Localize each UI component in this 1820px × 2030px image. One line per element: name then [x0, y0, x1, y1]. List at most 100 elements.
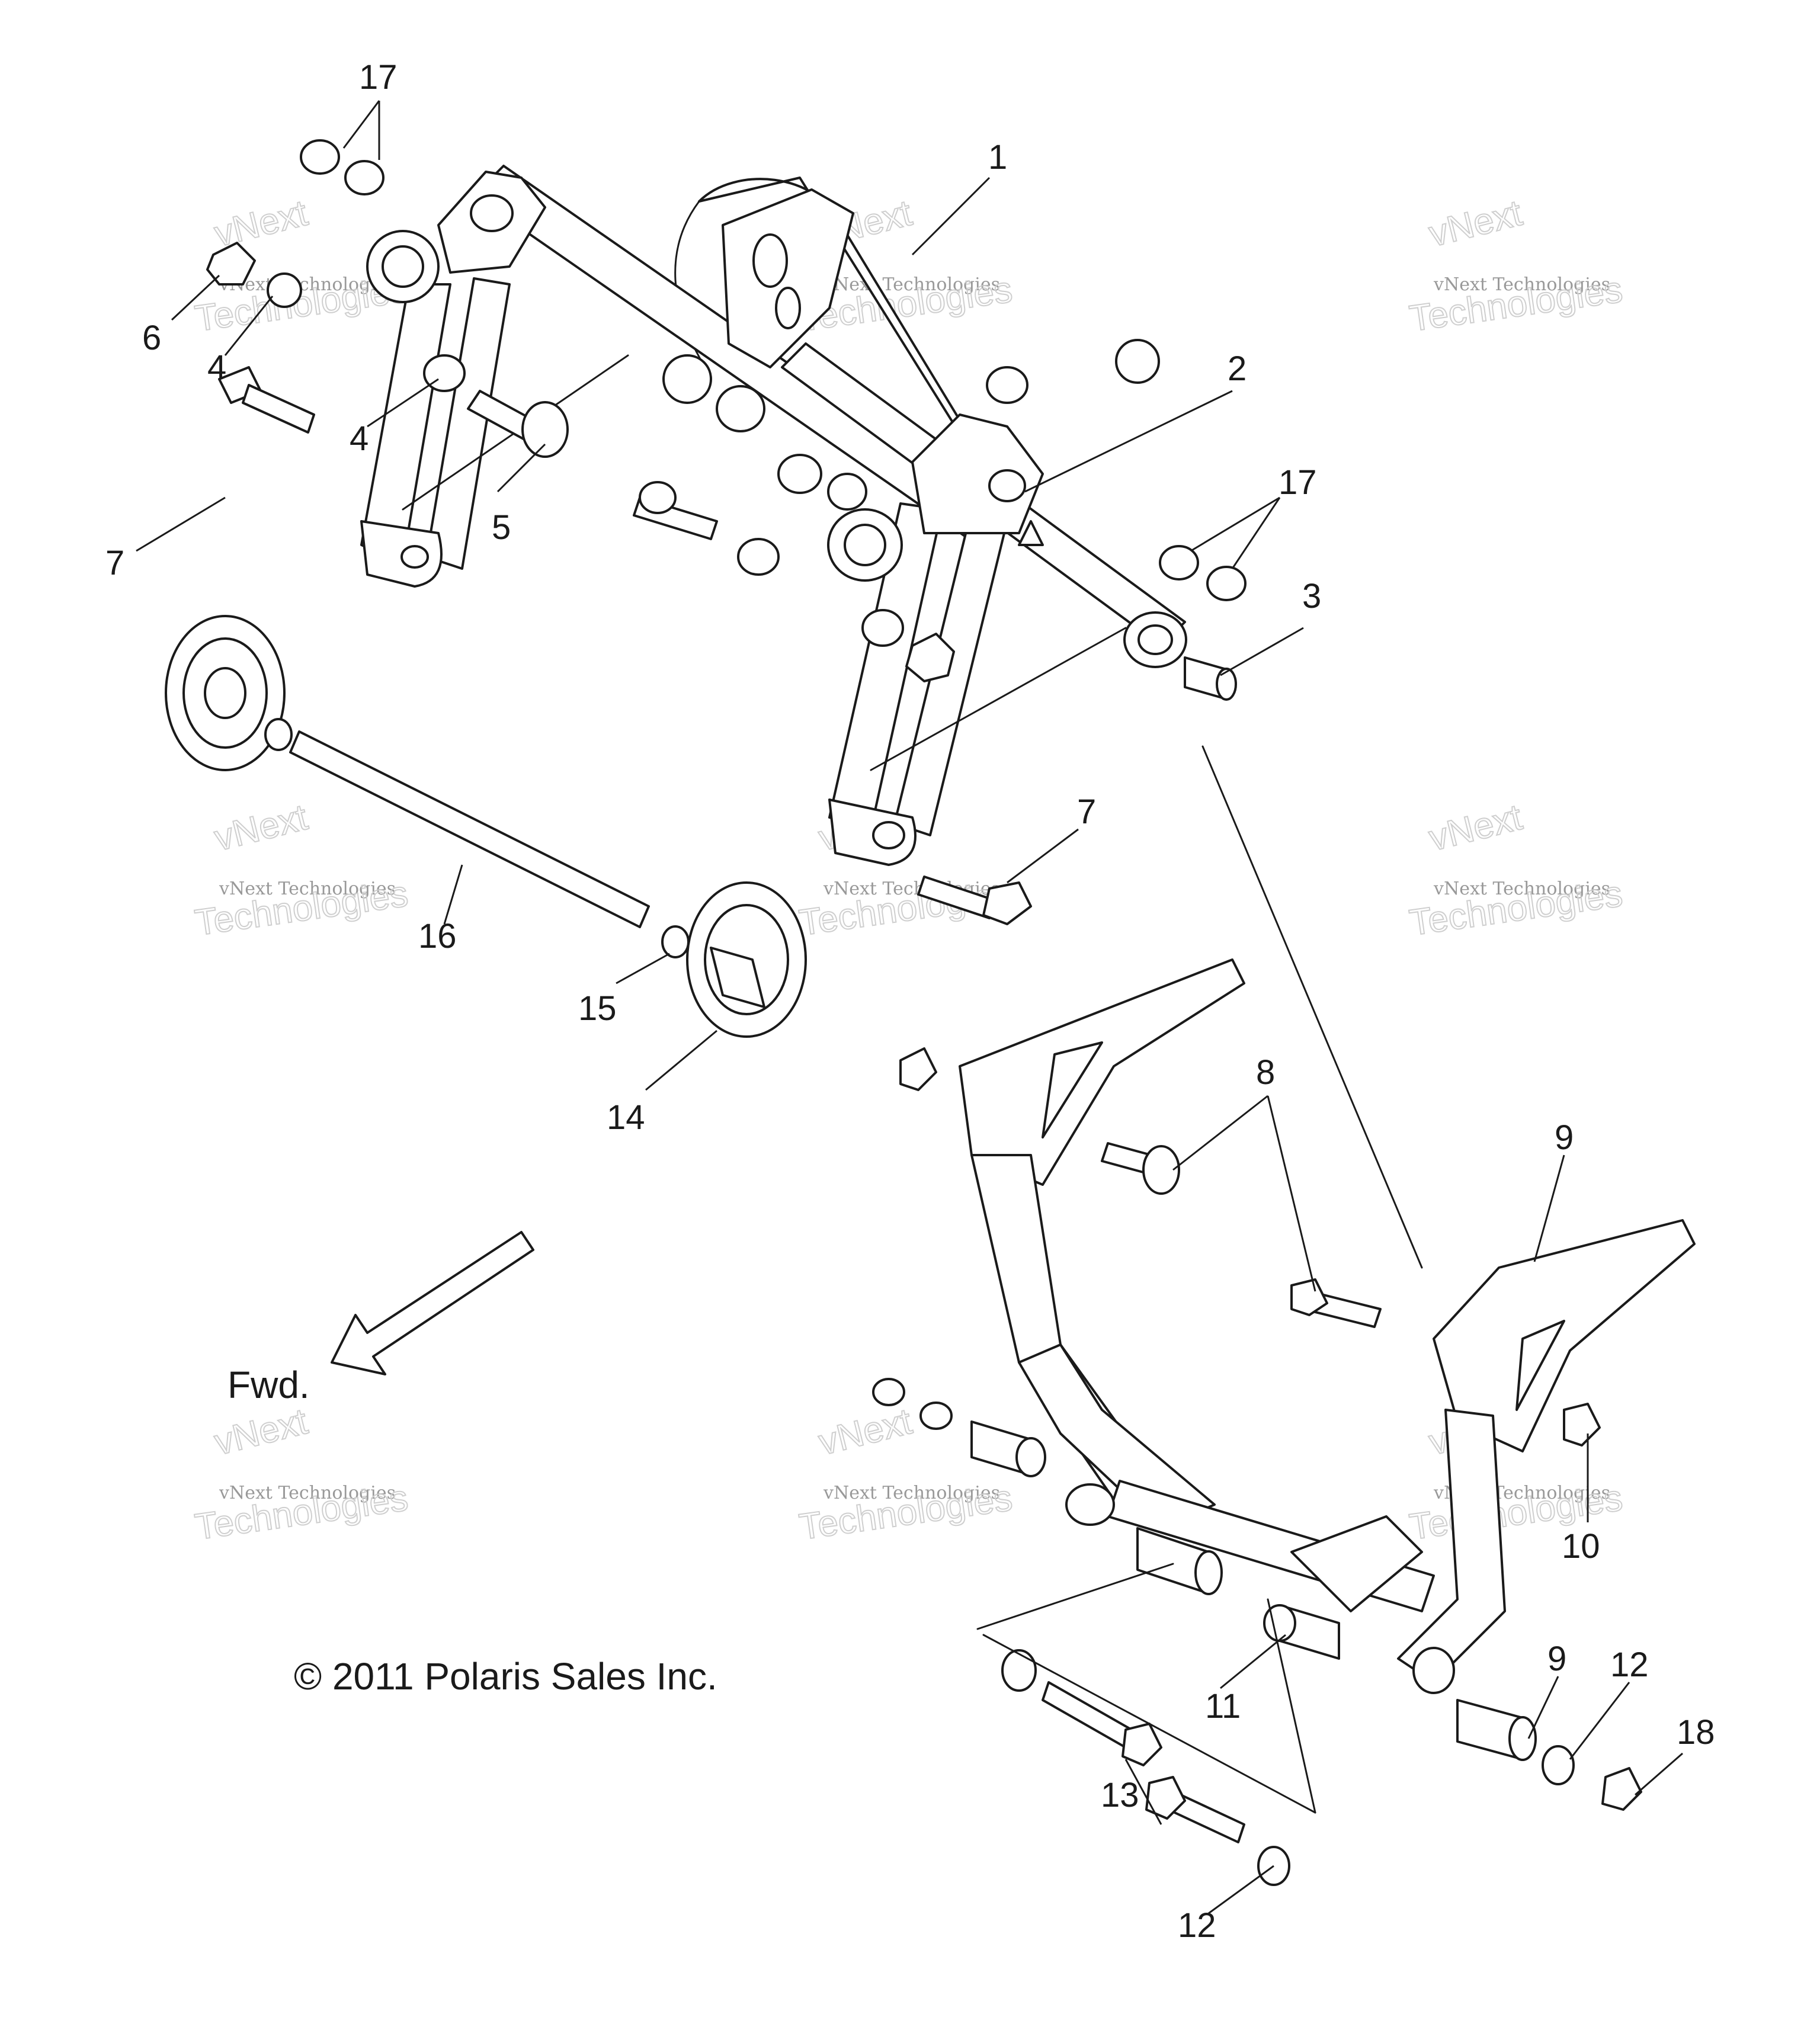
watermark-mark: vNext — [210, 1401, 311, 1463]
bolt-8a-head — [1142, 1145, 1180, 1195]
spacer-left-end — [1194, 1550, 1223, 1595]
right-upper-bracket — [911, 413, 1044, 534]
lower-gusset — [1290, 1515, 1423, 1612]
callout-7-left: 7 — [105, 544, 124, 582]
callout-5: 5 — [492, 508, 511, 547]
bolt-13-head — [1145, 1776, 1186, 1820]
right-bracket-hole — [988, 469, 1026, 502]
guide-line — [1267, 1598, 1316, 1814]
callout-8: 8 — [1256, 1053, 1275, 1092]
watermark-mark: vNext — [815, 1401, 915, 1463]
callout-12-bottom: 12 — [1178, 1906, 1216, 1945]
callout-17-right: 17 — [1279, 463, 1317, 502]
bolt-5-head — [521, 401, 569, 458]
axle-16 — [289, 730, 650, 928]
right-foot-bore — [872, 821, 905, 849]
bolt-bottom-head — [1122, 1723, 1162, 1766]
callout-labels: 17 1 2 17 3 6 4 4 5 7 7 16 15 14 8 9 10 … — [105, 58, 1715, 1945]
spacer-9-end — [1508, 1716, 1537, 1761]
right-arm-brace — [870, 627, 1127, 771]
washer-bottom-left — [1001, 1649, 1037, 1692]
watermark-text: vNext Technologies — [1433, 878, 1610, 899]
watermark: vNext vNext Technologies Technologies — [1406, 796, 1626, 944]
nut-10 — [1563, 1403, 1601, 1447]
right-bracket-notch — [1018, 520, 1044, 546]
bushing-center-b — [827, 473, 867, 511]
bolt-8b-head — [1290, 1278, 1328, 1316]
callout-13: 13 — [1101, 1776, 1139, 1814]
guide-line — [976, 1563, 1174, 1630]
bushing-center-c — [737, 538, 780, 576]
bolt-bottom-shaft — [1042, 1681, 1133, 1749]
left-tube-end — [1065, 1483, 1115, 1526]
left-bracket-hole — [470, 194, 514, 232]
washer-15 — [661, 925, 690, 958]
bolt-7b-head — [982, 881, 1032, 925]
callout-6: 6 — [142, 319, 161, 357]
center-pivot-housing — [662, 354, 712, 404]
spacer-upper-left-end — [1015, 1437, 1046, 1477]
center-plate-slot-2 — [775, 287, 801, 329]
center-plate-slot — [752, 233, 788, 288]
watermark-mark: vNext — [210, 797, 311, 859]
copyright-notice: © 2011 Polaris Sales Inc. — [294, 1655, 717, 1698]
callout-16: 16 — [418, 917, 457, 955]
right-tube-end — [1412, 1647, 1455, 1694]
watermark-text: vNext Technologies — [219, 274, 396, 295]
watermark: vNext vNext Technologies Technologies — [192, 796, 411, 944]
callout-15: 15 — [578, 989, 617, 1028]
right-tube-end-bore — [1138, 624, 1173, 655]
left-mount-plate — [959, 958, 1245, 1186]
callout-12-right: 12 — [1610, 1646, 1649, 1684]
guide-line — [1201, 745, 1423, 1269]
guide-line — [982, 1634, 1316, 1814]
watermark: vNext vNext Technologies Technologies — [796, 192, 1015, 340]
spacer-center — [716, 385, 765, 432]
nut-6 — [206, 242, 256, 286]
nut-upper-left — [872, 1378, 905, 1406]
right-pivot-bore — [844, 524, 886, 566]
cap-2-mount — [986, 366, 1028, 404]
callout-3: 3 — [1302, 577, 1321, 615]
washer-rear — [264, 718, 293, 751]
spacer-3-end — [1216, 668, 1237, 701]
bolt-7a-shaft — [242, 384, 315, 434]
washer-upper-left — [919, 1402, 953, 1430]
leader-lines — [136, 100, 1683, 1914]
spacer-11-end — [1263, 1604, 1296, 1642]
callout-1: 1 — [988, 138, 1007, 177]
callout-4-lower: 4 — [350, 419, 369, 458]
idler-wheel-rear-hub — [204, 667, 246, 719]
direction-label: Fwd. — [228, 1364, 310, 1406]
callout-14: 14 — [607, 1098, 645, 1137]
bushing-17c — [1159, 545, 1199, 581]
arrow-icon — [331, 1231, 534, 1375]
watermark-text: vNext Technologies — [219, 1483, 396, 1503]
callout-7-right: 7 — [1077, 793, 1096, 831]
left-arm-leg-inner — [425, 277, 511, 570]
bushing-center-a — [777, 454, 822, 494]
watermark: vNext vNext Technologies Technologies — [796, 1400, 1015, 1548]
idler-wheel-assembly — [165, 615, 807, 1038]
center-bolt-head — [639, 481, 677, 514]
cap-2 — [1115, 339, 1160, 384]
left-frame-bend — [1018, 1343, 1216, 1529]
watermark-mark: vNext — [1425, 797, 1526, 859]
watermark-text: vNext Technologies — [823, 274, 1000, 295]
watermark: vNext vNext Technologies Technologies — [1406, 192, 1626, 340]
callout-2: 2 — [1228, 349, 1247, 388]
callout-4-upper: 4 — [207, 348, 226, 387]
left-foot-bore — [400, 545, 429, 569]
nut-left-plate — [899, 1047, 937, 1091]
callout-17-top: 17 — [359, 58, 398, 97]
right-plate-cutout — [1515, 1320, 1565, 1411]
bushing-17d — [1206, 566, 1247, 601]
idler-wheel-14-hub — [710, 947, 765, 1008]
callout-9-bottom: 9 — [1547, 1640, 1566, 1678]
upper-torque-arm-assembly — [206, 139, 1247, 925]
watermark-text: vNext Technologies — [1433, 274, 1610, 295]
callout-9-top: 9 — [1555, 1118, 1574, 1157]
washer-12-right — [1542, 1745, 1575, 1785]
bushing-center-d — [861, 609, 904, 647]
